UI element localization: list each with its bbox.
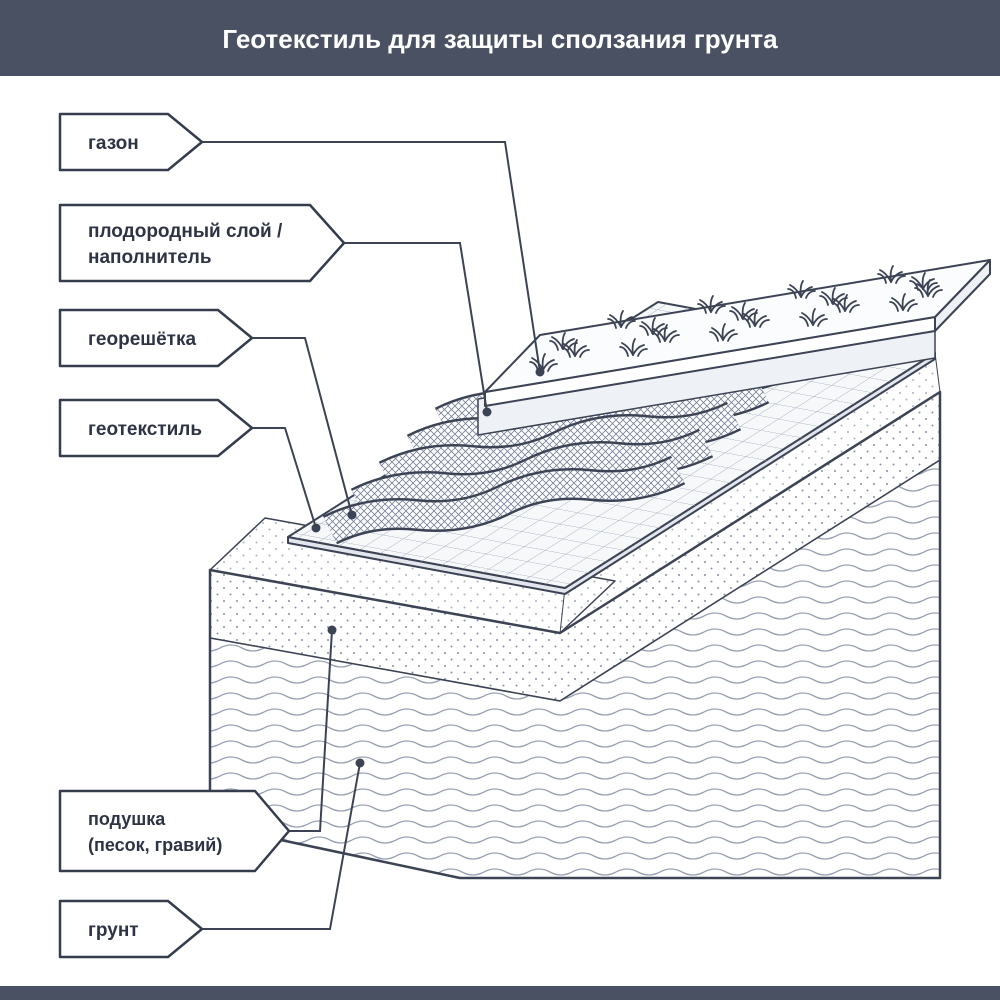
- anchor-dot-fertile: [482, 407, 492, 417]
- callout-label-fertile-line2: наполнитель: [88, 247, 212, 268]
- callout-label-lawn: газон: [88, 133, 139, 154]
- connector-line-cushion: [289, 629, 333, 832]
- footer-bar: [0, 986, 1000, 1000]
- connector-line-geotextile: [252, 427, 317, 529]
- callout-box-fertile: [58, 203, 346, 283]
- callout-box-lawn: [58, 112, 204, 172]
- callout-label-cushion-line1: подушка: [88, 809, 166, 829]
- callout-lawn: газон: [58, 112, 204, 172]
- callouts: газон плодородный слой / наполнитель гео…: [58, 112, 346, 959]
- header-bar: [0, 0, 1000, 76]
- callout-fertile-layer: плодородный слой / наполнитель: [58, 203, 346, 283]
- page-title: Геотекстиль для защиты сползания грунта: [222, 24, 778, 54]
- callout-box-cushion: [58, 789, 291, 873]
- callout-box-soil: [58, 899, 204, 959]
- callout-geotextile: геотекстиль: [58, 398, 254, 458]
- callout-label-geotextile: геотекстиль: [88, 419, 202, 440]
- anchor-dot-geotextile: [311, 523, 321, 533]
- connectors: [202, 141, 545, 930]
- connector-line-soil: [202, 762, 361, 930]
- callout-box-geotextile: [58, 398, 254, 458]
- anchor-dot-lawn: [535, 367, 545, 377]
- callout-geogrid: георешётка: [58, 308, 254, 368]
- anchor-dot-cushion: [327, 625, 337, 635]
- callout-label-cushion-line2: (песок, гравий): [88, 835, 222, 855]
- lawn-plate-top: [484, 259, 991, 393]
- connector-line-geogrid: [252, 337, 353, 516]
- anchor-dot-geogrid: [347, 510, 357, 520]
- geocell-wall: [322, 455, 686, 545]
- anchor-dot-soil: [355, 758, 365, 768]
- connector-line-lawn: [202, 141, 541, 373]
- connector-line-fertile: [344, 242, 488, 413]
- callout-cushion: подушка (песок, гравий): [58, 789, 291, 873]
- callout-box-geogrid: [58, 308, 254, 368]
- callout-soil: грунт: [58, 899, 204, 959]
- illustration: [208, 259, 991, 880]
- callout-label-geogrid: георешётка: [88, 329, 196, 350]
- callout-label-soil: грунт: [88, 920, 139, 941]
- callout-label-fertile-line1: плодородный слой /: [88, 221, 283, 242]
